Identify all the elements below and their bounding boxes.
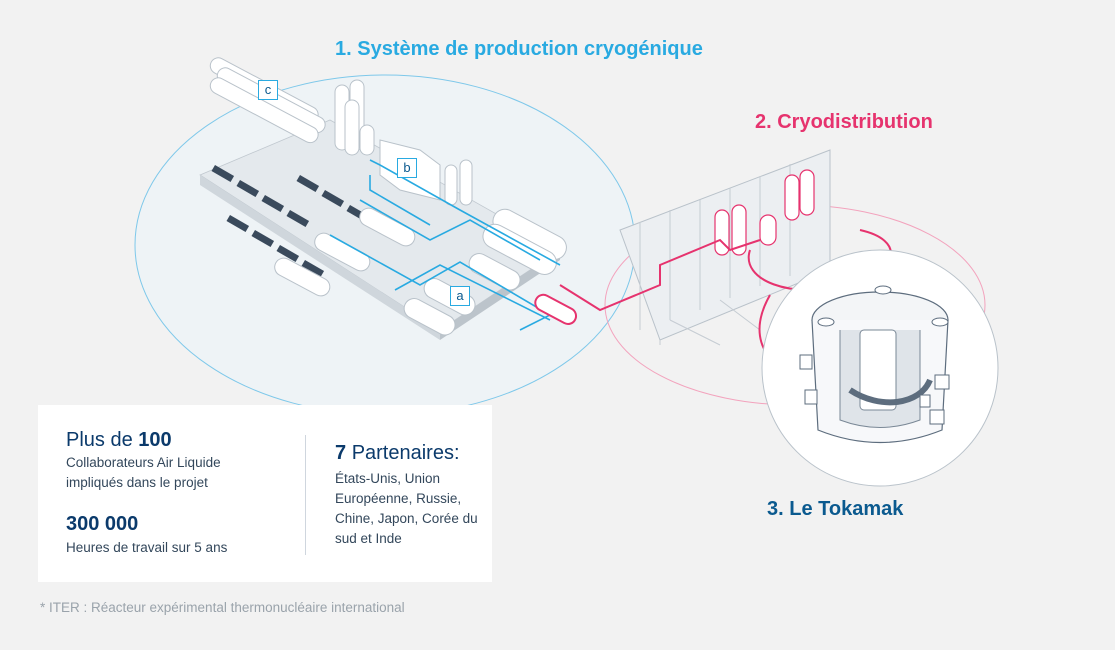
partners-value: 7 (335, 442, 347, 464)
hours-description: Heures de travail sur 5 ans (66, 540, 228, 555)
partners-stat: 7 Partenaires: (335, 442, 460, 465)
hours-value: 300 000 (66, 513, 139, 535)
tokamak-section-title: 3. Le Tokamak (767, 498, 904, 520)
label-b: b (397, 158, 417, 178)
collaborators-value: 100 (138, 429, 172, 451)
label-c: c (258, 80, 278, 100)
label-a: a (450, 286, 470, 306)
collaborators-prefix: Plus de (66, 429, 133, 451)
cryodistribution-section-title: 2. Cryodistribution (755, 111, 933, 133)
production-platform (199, 119, 567, 340)
collaborators-description: Collaborateurs Air Liquide impliqués dan… (66, 455, 221, 490)
production-section-title: 1. Système de production cryogénique (335, 38, 703, 60)
partners-label: Partenaires: (351, 442, 460, 464)
collaborators-stat: Plus de 100 (66, 429, 172, 452)
footnote: * ITER : Réacteur expérimental thermonuc… (40, 600, 405, 615)
stats-panel: Plus de 100 Collaborateurs Air Liquide i… (38, 405, 492, 582)
partners-list: États-Unis, Union Européenne, Russie, Ch… (335, 471, 478, 546)
production-piping (329, 159, 561, 331)
tokamak (761, 249, 999, 487)
stats-divider (305, 435, 306, 555)
